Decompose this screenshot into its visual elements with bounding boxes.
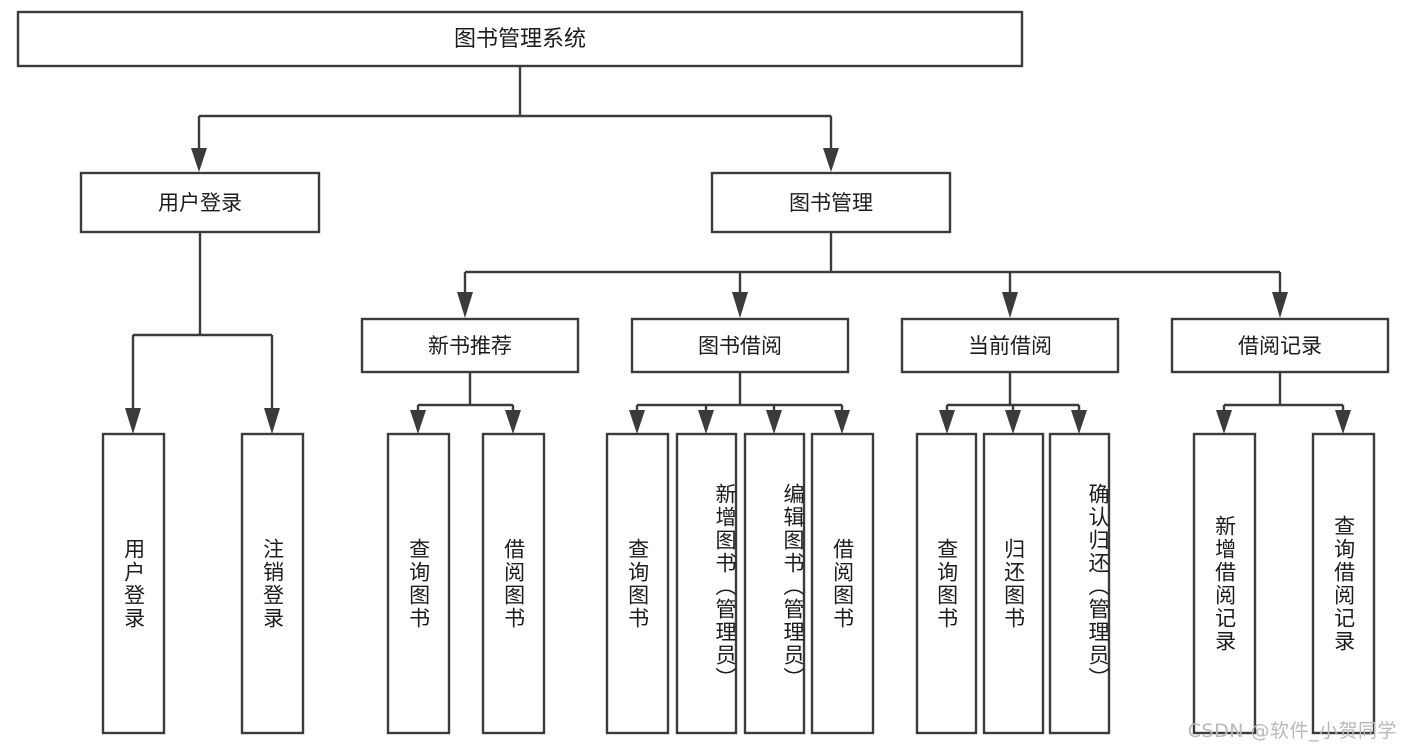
leaf-edit-book-box[interactable] <box>743 432 806 735</box>
arrowhead-new-book-recommend <box>457 292 473 318</box>
connector-user-login-to-leaves <box>125 232 280 434</box>
node-current-borrow[interactable]: 当前借阅 <box>900 317 1120 374</box>
leaf-add-book-box[interactable] <box>675 432 738 735</box>
leaf-query-record-box[interactable] <box>1311 432 1376 735</box>
leaf-query-book-2-box[interactable] <box>605 432 670 735</box>
arrowhead-user-login <box>191 148 207 172</box>
node-book-manage[interactable]: 图书管理 <box>710 171 952 234</box>
node-book-borrow-label: 图书借阅 <box>698 334 782 358</box>
arrowhead-leaf-user-login <box>125 408 141 434</box>
arrowhead-leaf-query-book-2 <box>629 410 645 434</box>
node-new-book-recommend[interactable]: 新书推荐 <box>360 317 580 374</box>
leaf-confirm-return-box[interactable] <box>1048 432 1111 735</box>
connector-new-book-to-leaves <box>410 372 521 434</box>
node-book-manage-box <box>710 171 952 234</box>
node-current-borrow-label: 当前借阅 <box>968 334 1052 358</box>
node-new-book-recommend-box <box>360 317 580 374</box>
arrowhead-leaf-query-book-3 <box>939 410 955 434</box>
arrowhead-current-borrow <box>1002 292 1018 318</box>
arrowhead-leaf-query-record <box>1335 410 1351 434</box>
arrowhead-book-borrow <box>732 292 748 318</box>
node-root[interactable]: 图书管理系统 <box>16 10 1024 68</box>
node-root-label: 图书管理系统 <box>454 27 586 52</box>
leaf-user-logout-box[interactable] <box>240 432 305 735</box>
arrowhead-leaf-borrow-book-2 <box>834 410 850 434</box>
arrowhead-leaf-user-logout <box>264 408 280 434</box>
arrowhead-leaf-borrow-book-1 <box>505 410 521 434</box>
leaf-add-record-box[interactable] <box>1192 432 1257 735</box>
arrowhead-leaf-query-book-1 <box>410 410 426 434</box>
node-new-book-recommend-label: 新书推荐 <box>428 334 512 358</box>
connector-current-borrow-to-leaves <box>939 372 1087 434</box>
node-user-login[interactable]: 用户登录 <box>79 171 321 234</box>
arrowhead-borrow-record <box>1272 292 1288 318</box>
node-book-manage-label: 图书管理 <box>789 191 873 215</box>
leaf-return-book-box[interactable] <box>982 432 1045 735</box>
node-user-login-label: 用户登录 <box>158 191 242 215</box>
connector-book-borrow-to-leaves <box>629 372 850 434</box>
leaf-query-book-1-box[interactable] <box>386 432 451 735</box>
leaf-user-login-box[interactable] <box>101 432 166 735</box>
connector-book-manage-to-level3 <box>457 232 1288 318</box>
arrowhead-leaf-add-book <box>698 410 714 434</box>
leaf-borrow-book-1-box[interactable] <box>481 432 546 735</box>
connector-borrow-record-to-leaves <box>1216 372 1351 434</box>
node-root-box <box>16 10 1024 68</box>
node-current-borrow-box <box>900 317 1120 374</box>
node-borrow-record-label: 借阅记录 <box>1238 334 1322 358</box>
leaf-query-book-3-box[interactable] <box>915 432 978 735</box>
arrowhead-leaf-return-book <box>1005 410 1021 434</box>
arrowhead-leaf-edit-book <box>766 410 782 434</box>
leaf-borrow-book-2-box[interactable] <box>810 432 875 735</box>
arrowhead-book-manage <box>823 148 839 172</box>
arrowhead-leaf-confirm-return <box>1071 410 1087 434</box>
connector-root-to-level2 <box>191 66 839 172</box>
node-book-borrow[interactable]: 图书借阅 <box>630 317 850 374</box>
node-book-borrow-box <box>630 317 850 374</box>
arrowhead-leaf-add-record <box>1216 410 1232 434</box>
node-borrow-record[interactable]: 借阅记录 <box>1170 317 1390 374</box>
node-borrow-record-box <box>1170 317 1390 374</box>
csdn-watermark: CSDN @软件_小贺同学 <box>1187 720 1397 742</box>
